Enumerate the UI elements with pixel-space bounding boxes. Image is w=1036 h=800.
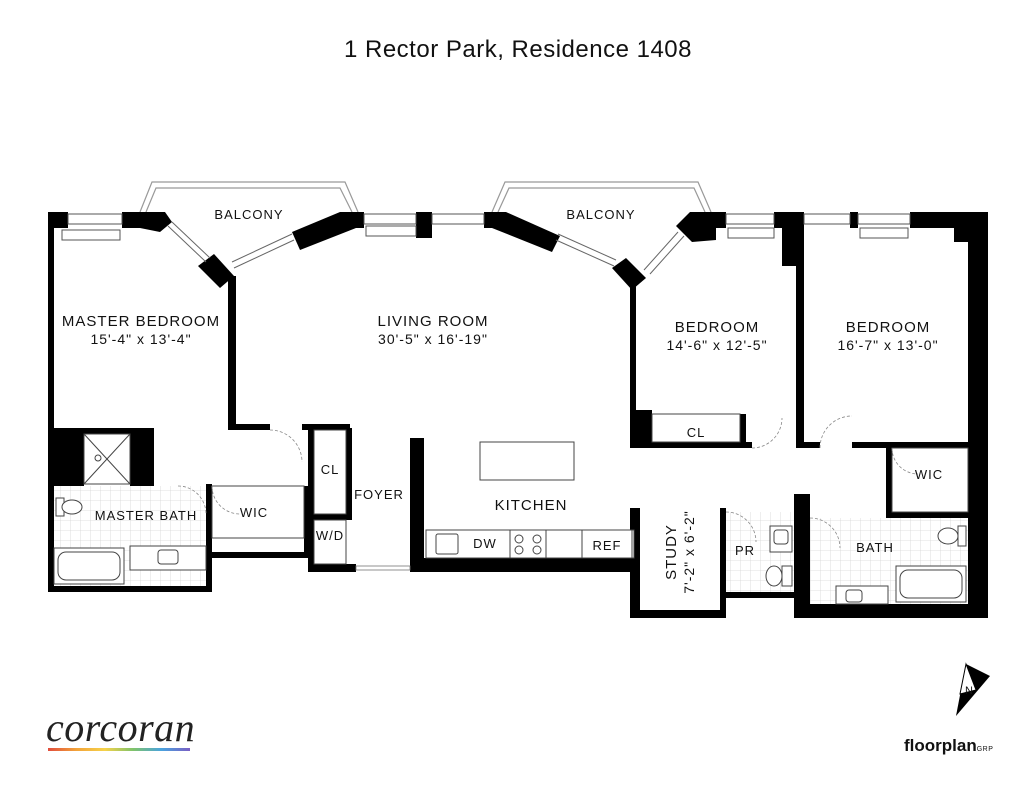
study-label: STUDY [663,524,680,580]
bedroom-3-dims: 16'-7" x 13'-0" [837,337,938,353]
balcony-left-label: BALCONY [214,207,283,222]
bedroom-closet-label: CL [687,425,706,440]
floorplan-logo-text: floorplan [904,736,977,755]
living-room-label: LIVING ROOM [377,313,488,330]
angled-windows [167,221,685,275]
master-bath-label: MASTER BATH [95,508,198,523]
balcony-outlines [139,181,712,213]
foyer-label: FOYER [354,487,404,502]
master-bedroom-dims: 15'-4" x 13'-4" [90,331,191,347]
master-wic-label: WIC [240,505,268,520]
north-arrow-label: N [965,685,973,697]
floorplan-logo: floorplanGRP [904,736,993,756]
north-arrow-icon: N [956,662,990,716]
plan-title: 1 Rector Park, Residence 1408 [343,36,692,63]
foyer-closet-label: CL [321,462,340,477]
study-dims: 7'-2" x 6'-2" [681,510,697,594]
living-room-dims: 30'-5" x 16'-19" [378,331,488,347]
washer-dryer-label: W/D [316,528,344,543]
entry-door [355,565,411,571]
floorplan-logo-suffix: GRP [976,746,994,753]
kitchen-label: KITCHEN [495,497,568,514]
bedroom-3-label: BEDROOM [846,319,931,336]
bath-label: BATH [856,540,894,555]
dishwasher-label: DW [473,536,497,551]
windows [61,213,911,241]
balcony-right-label: BALCONY [566,207,635,222]
bedroom-2-label: BEDROOM [675,319,760,336]
door-swings [177,415,919,549]
corcoran-logo: corcoran [46,705,196,750]
bedroom-2-dims: 14'-6" x 12'-5" [666,337,767,353]
bedroom-wic-label: WIC [915,467,943,482]
powder-room-label: PR [735,543,755,558]
master-bedroom-label: MASTER BEDROOM [62,313,220,330]
walls [48,212,988,618]
corcoran-logo-bar [48,748,190,751]
refrigerator-label: REF [593,538,622,553]
fixtures [53,413,969,605]
